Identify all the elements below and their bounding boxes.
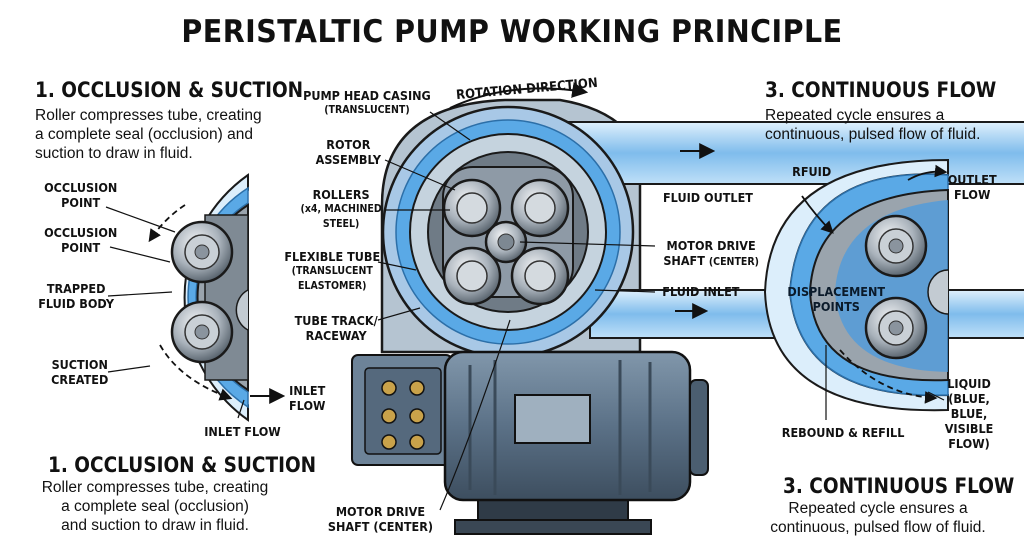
label-flexible-tube-line-3: ELASTOMER) bbox=[297, 280, 367, 292]
label-outlet-flow-line-1: OUTLET bbox=[947, 172, 997, 187]
label-motor-drive-shaft-right-line-1: MOTOR DRIVE bbox=[666, 238, 756, 253]
label-rollers-line-2: (x4, MACHINED bbox=[300, 203, 382, 215]
label-liquid-line-2: (BLUE, bbox=[948, 391, 990, 406]
label-trapped-fluid-line-1: TRAPPED bbox=[46, 281, 106, 296]
left-bottom-line-2: a complete seal (occlusion) bbox=[61, 498, 249, 515]
left-top-line-1: Roller compresses tube, creating bbox=[35, 107, 262, 124]
center-pump bbox=[351, 82, 1024, 535]
right-bottom-line-1: Repeated cycle ensures a bbox=[788, 500, 968, 517]
label-trapped-fluid-body: TRAPPED FLUID BODY bbox=[38, 281, 114, 311]
label-occlusion-point-1-line-2: POINT bbox=[61, 195, 101, 210]
right-bottom-line-2: continuous, pulsed flow of fluid. bbox=[770, 519, 986, 536]
label-rollers: ROLLERS (x4, MACHINED STEEL) bbox=[301, 187, 382, 232]
label-liquid-line-5: FLOW) bbox=[948, 436, 990, 451]
label-suction-created-line-2: CREATED bbox=[51, 372, 109, 387]
label-rotor-assembly-line-1: ROTOR bbox=[326, 137, 371, 152]
label-flexible-tube: FLEXIBLE TUBE (TRANSLUCENT ELASTOMER) bbox=[284, 249, 380, 294]
label-rollers-line-1: ROLLERS bbox=[312, 187, 370, 202]
left-bottom-description: Roller compresses tube, creating a compl… bbox=[30, 478, 280, 535]
label-inlet-flow-arrow: INLET FLOW bbox=[289, 383, 325, 413]
label-trapped-fluid-line-2: FLUID BODY bbox=[38, 296, 115, 311]
label-motor-drive-shaft-right-line-2: SHAFT bbox=[663, 253, 705, 268]
label-fluid-inlet: FLUID INLET bbox=[662, 284, 740, 299]
label-suction-created-line-1: SUCTION bbox=[51, 357, 108, 372]
label-suction-created: SUCTION CREATED bbox=[51, 357, 108, 387]
label-pump-head-casing-line-2: (TRANSLUCENT) bbox=[324, 104, 410, 116]
label-liquid-line-4: VISIBLE bbox=[944, 421, 994, 436]
label-displacement-points-line-1: DISPLACEMENT bbox=[787, 284, 886, 299]
label-tube-track-line-2: RACEWAY bbox=[305, 328, 367, 343]
label-occlusion-point-2-line-2: POINT bbox=[61, 240, 101, 255]
left-top-line-3: suction to draw in fluid. bbox=[35, 145, 193, 162]
label-inlet-flow-arrow-line-1: INLET bbox=[289, 383, 326, 398]
label-occlusion-point-2-line-1: OCCLUSION bbox=[44, 225, 118, 240]
label-liquid-line-1: LIQUID bbox=[947, 376, 991, 391]
label-flexible-tube-line-1: FLEXIBLE TUBE bbox=[284, 249, 381, 264]
label-liquid-line-3: BLUE, bbox=[950, 406, 988, 421]
label-rotor-assembly: ROTOR ASSEMBLY bbox=[316, 137, 381, 167]
label-inlet-flow-arrow-line-2: FLOW bbox=[289, 398, 326, 413]
left-bottom-line-3: and suction to draw in fluid. bbox=[61, 517, 249, 534]
label-displacement-points-line-2: POINTS bbox=[812, 299, 860, 314]
label-rollers-line-3: STEEL) bbox=[322, 218, 360, 230]
label-pump-head-casing-line-1: PUMP HEAD CASING bbox=[303, 88, 431, 103]
right-top-line-1: Repeated cycle ensures a bbox=[765, 107, 945, 124]
right-bottom-heading: 3. CONTINUOUS FLOW bbox=[783, 474, 1015, 498]
label-flexible-tube-line-2: (TRANSLUCENT bbox=[291, 265, 373, 277]
label-outlet-flow-line-2: FLOW bbox=[953, 187, 991, 202]
label-occlusion-point-1-line-1: OCCLUSION bbox=[44, 180, 118, 195]
label-rebound-refill: REBOUND & REFILL bbox=[781, 425, 905, 440]
label-rotor-assembly-line-2: ASSEMBLY bbox=[315, 152, 382, 167]
label-motor-drive-shaft-bottom: MOTOR DRIVE SHAFT (CENTER) bbox=[328, 504, 433, 534]
label-motor-drive-shaft-right-line-3: (CENTER) bbox=[708, 256, 759, 268]
right-bottom-description: Repeated cycle ensures a continuous, pul… bbox=[758, 499, 998, 537]
label-motor-drive-shaft-bottom-line-1: MOTOR DRIVE bbox=[335, 504, 426, 519]
label-occlusion-point-2: OCCLUSION POINT bbox=[44, 225, 117, 255]
label-tube-track-line-1: TUBE TRACK/ bbox=[294, 313, 378, 328]
label-pump-head-casing: PUMP HEAD CASING (TRANSLUCENT) bbox=[303, 88, 431, 118]
label-tube-track-raceway: TUBE TRACK/ RACEWAY bbox=[295, 313, 378, 343]
label-outlet-flow: OUTLET FLOW bbox=[948, 172, 997, 202]
left-top-line-2: a complete seal (occlusion) and bbox=[35, 126, 253, 143]
left-detail-view bbox=[105, 173, 286, 422]
label-displacement-points: DISPLACEMENT POINTS bbox=[787, 284, 885, 314]
left-bottom-heading: 1. OCCLUSION & SUCTION bbox=[48, 453, 317, 477]
label-motor-drive-shaft-right: MOTOR DRIVE SHAFT (CENTER) bbox=[663, 238, 759, 270]
label-rfluid: RFUID bbox=[792, 164, 832, 179]
right-top-line-2: continuous, pulsed flow of fluid. bbox=[765, 126, 981, 143]
label-fluid-outlet: FLUID OUTLET bbox=[662, 190, 753, 205]
right-top-heading: 3. CONTINUOUS FLOW bbox=[765, 78, 997, 102]
label-liquid: LIQUID (BLUE, BLUE, VISIBLE FLOW) bbox=[945, 376, 994, 451]
label-motor-drive-shaft-bottom-line-2: SHAFT (CENTER) bbox=[327, 519, 434, 534]
label-inlet-flow: INLET FLOW bbox=[204, 424, 281, 439]
left-bottom-line-1: Roller compresses tube, creating bbox=[41, 479, 269, 496]
left-top-description: Roller compresses tube, creating a compl… bbox=[35, 106, 262, 163]
left-top-heading: 1. OCCLUSION & SUCTION bbox=[35, 78, 304, 102]
label-occlusion-point-1: OCCLUSION POINT bbox=[44, 180, 117, 210]
page-title: PERISTALTIC PUMP WORKING PRINCIPLE bbox=[181, 14, 843, 50]
right-top-description: Repeated cycle ensures a continuous, pul… bbox=[765, 106, 980, 144]
right-detail-view bbox=[763, 158, 949, 420]
